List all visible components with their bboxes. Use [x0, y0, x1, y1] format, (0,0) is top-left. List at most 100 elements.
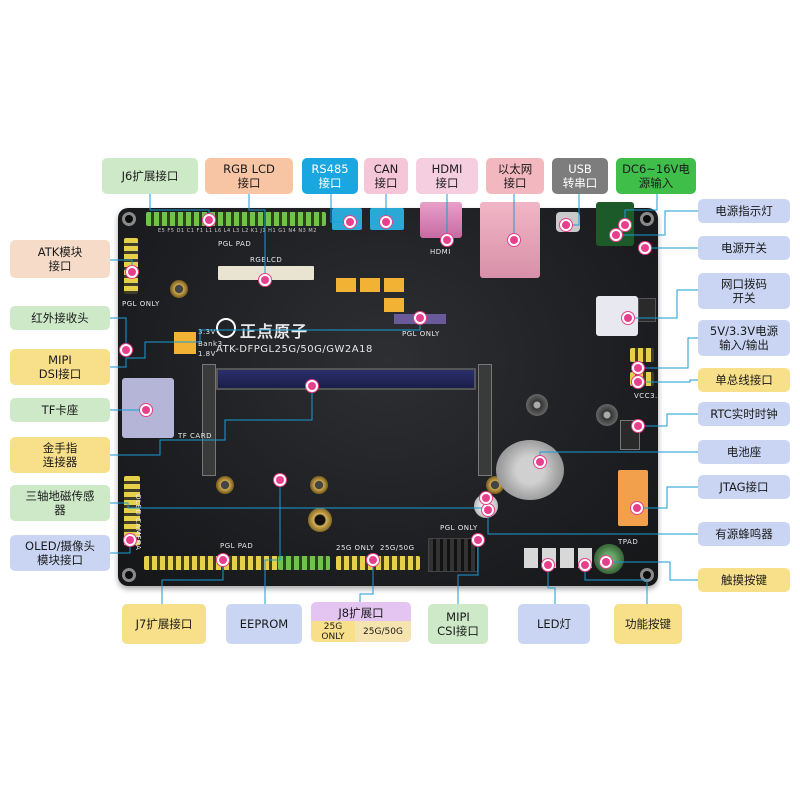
- target-jtag: [631, 502, 643, 514]
- label-led: LED灯: [518, 604, 590, 644]
- label-power-in: DC6~16V电 源输入: [616, 158, 696, 194]
- jumper: [360, 278, 380, 292]
- rgb-lcd-fpc: [218, 266, 314, 280]
- fpga-board: E5 F5 D1 C1 F1 L1 L6 L4 L3 L2 K1 J1 H1 G…: [118, 202, 662, 586]
- label-tf: TF卡座: [10, 398, 110, 422]
- label-buzzer: 有源蜂鸣器: [698, 522, 790, 546]
- label-mipi-csi: MIPI CSI接口: [428, 604, 488, 644]
- standoff: [310, 476, 328, 494]
- label-rgb-lcd: RGB LCD 接口: [205, 158, 293, 194]
- target-net-dip: [622, 312, 634, 324]
- label-ir: 红外接收头: [10, 306, 110, 330]
- silk-pgl-pad-top: PGL PAD: [218, 240, 252, 248]
- target-power-led: [610, 229, 622, 241]
- brand-logo-icon: [216, 318, 236, 338]
- silk-rgblcd: RGBLCD: [250, 256, 283, 264]
- target-ir: [120, 344, 132, 356]
- jumper: [384, 298, 404, 312]
- target-atk: [126, 266, 138, 278]
- label-mag: 三轴地磁传感 器: [10, 485, 110, 521]
- mounting-hole: [640, 568, 654, 582]
- target-eeprom: [274, 474, 286, 486]
- target-can: [380, 216, 392, 228]
- board-model: ATK-DFPGL25G/50G/GW2A18: [216, 344, 373, 355]
- label-power-led: 电源指示灯: [698, 199, 790, 223]
- silk-pgl-only-mid: PGL ONLY: [402, 330, 440, 338]
- target-mipi-dsi: [414, 312, 426, 324]
- mounting-hole: [122, 568, 136, 582]
- target-j6: [203, 214, 215, 226]
- silk-v18: 1.8V: [198, 350, 216, 358]
- target-rgb-lcd: [259, 274, 271, 286]
- jumper: [384, 278, 404, 292]
- brand-name: 正点原子: [240, 322, 309, 341]
- target-buzzer: [482, 504, 494, 516]
- mounting-pad: [308, 508, 332, 532]
- silk-25g-only: 25G ONLY: [336, 544, 375, 552]
- label-oled-cam: OLED/摄像头 模块接口: [10, 535, 110, 571]
- label-can: CAN 接口: [364, 158, 408, 194]
- target-j8: [367, 554, 379, 566]
- label-atk: ATK模块 接口: [10, 240, 110, 278]
- silk-tpad: TPAD: [618, 538, 639, 546]
- target-gold-finger: [306, 380, 318, 392]
- standoff: [170, 280, 188, 298]
- label-touch-key: 触摸按键: [698, 568, 790, 592]
- target-touch-key: [600, 556, 612, 568]
- label-eeprom: EEPROM: [226, 604, 302, 644]
- standoff: [216, 476, 234, 494]
- slot-latch: [478, 364, 492, 476]
- label-rs485: RS485 接口: [302, 158, 358, 194]
- label-hdmi: HDMI 接口: [416, 158, 478, 194]
- silk-vcc33: VCC3.3: [634, 392, 663, 400]
- target-mipi-csi: [472, 534, 484, 546]
- target-mag: [480, 492, 492, 504]
- target-hdmi: [441, 234, 453, 246]
- label-j7: J7扩展接口: [122, 604, 206, 644]
- target-ethernet: [508, 234, 520, 246]
- target-power-switch: [639, 242, 651, 254]
- power-io-header: [630, 348, 654, 362]
- target-battery: [534, 456, 546, 468]
- battery-holder: [496, 440, 564, 500]
- target-usb: [560, 219, 572, 231]
- silk-v33: 3.3V: [198, 328, 216, 336]
- label-rtc: RTC实时时钟: [698, 402, 790, 426]
- capacitor: [526, 394, 548, 416]
- label-gold-finger: 金手指 连接器: [10, 437, 110, 473]
- target-rs485: [344, 216, 356, 228]
- j6-header: [146, 212, 326, 226]
- j7-header-right: [278, 556, 330, 570]
- label-j8-title: J8扩展口: [338, 606, 384, 620]
- function-key: [524, 548, 538, 568]
- target-oled-cam: [124, 534, 136, 546]
- label-battery: 电池座: [698, 440, 790, 464]
- target-func-key: [579, 559, 591, 571]
- silk-pgl-only-bottom: PGL ONLY: [440, 524, 478, 532]
- target-tf: [140, 404, 152, 416]
- label-func-key: 功能按键: [614, 604, 682, 644]
- mipi-csi-connector: [428, 538, 478, 572]
- label-j8: J8扩展口 25G ONLY 25G/50G: [311, 602, 411, 642]
- label-mipi-dsi: MIPI DSI接口: [10, 349, 110, 385]
- slot-latch: [202, 364, 216, 476]
- pin-labels: E5 F5 D1 C1 F1 L1 L6 L4 L3 L2 K1 J1 H1 G…: [158, 228, 317, 234]
- label-usb: USB 转串口: [552, 158, 608, 194]
- function-key: [560, 548, 574, 568]
- silk-tf-card: TF CARD: [178, 432, 212, 440]
- power-switch: [638, 298, 656, 322]
- silk-pgl-only-left: PGL ONLY: [122, 300, 160, 308]
- silk-25g-50g: 25G/50G: [380, 544, 415, 552]
- label-jtag: JTAG接口: [698, 475, 790, 499]
- target-led: [542, 559, 554, 571]
- label-j8-25g: 25G ONLY: [311, 621, 355, 642]
- hdmi-connector: [420, 202, 462, 238]
- label-j6: J6扩展接口: [102, 158, 198, 194]
- jtag-connector: [618, 470, 648, 526]
- label-v-io: 5V/3.3V电源 输入/输出: [698, 320, 790, 356]
- jumper: [336, 278, 356, 292]
- mounting-hole: [122, 212, 136, 226]
- silk-pgl-pad-bottom: PGL PAD: [220, 542, 254, 550]
- silk-hdmi: HDMI: [430, 248, 451, 256]
